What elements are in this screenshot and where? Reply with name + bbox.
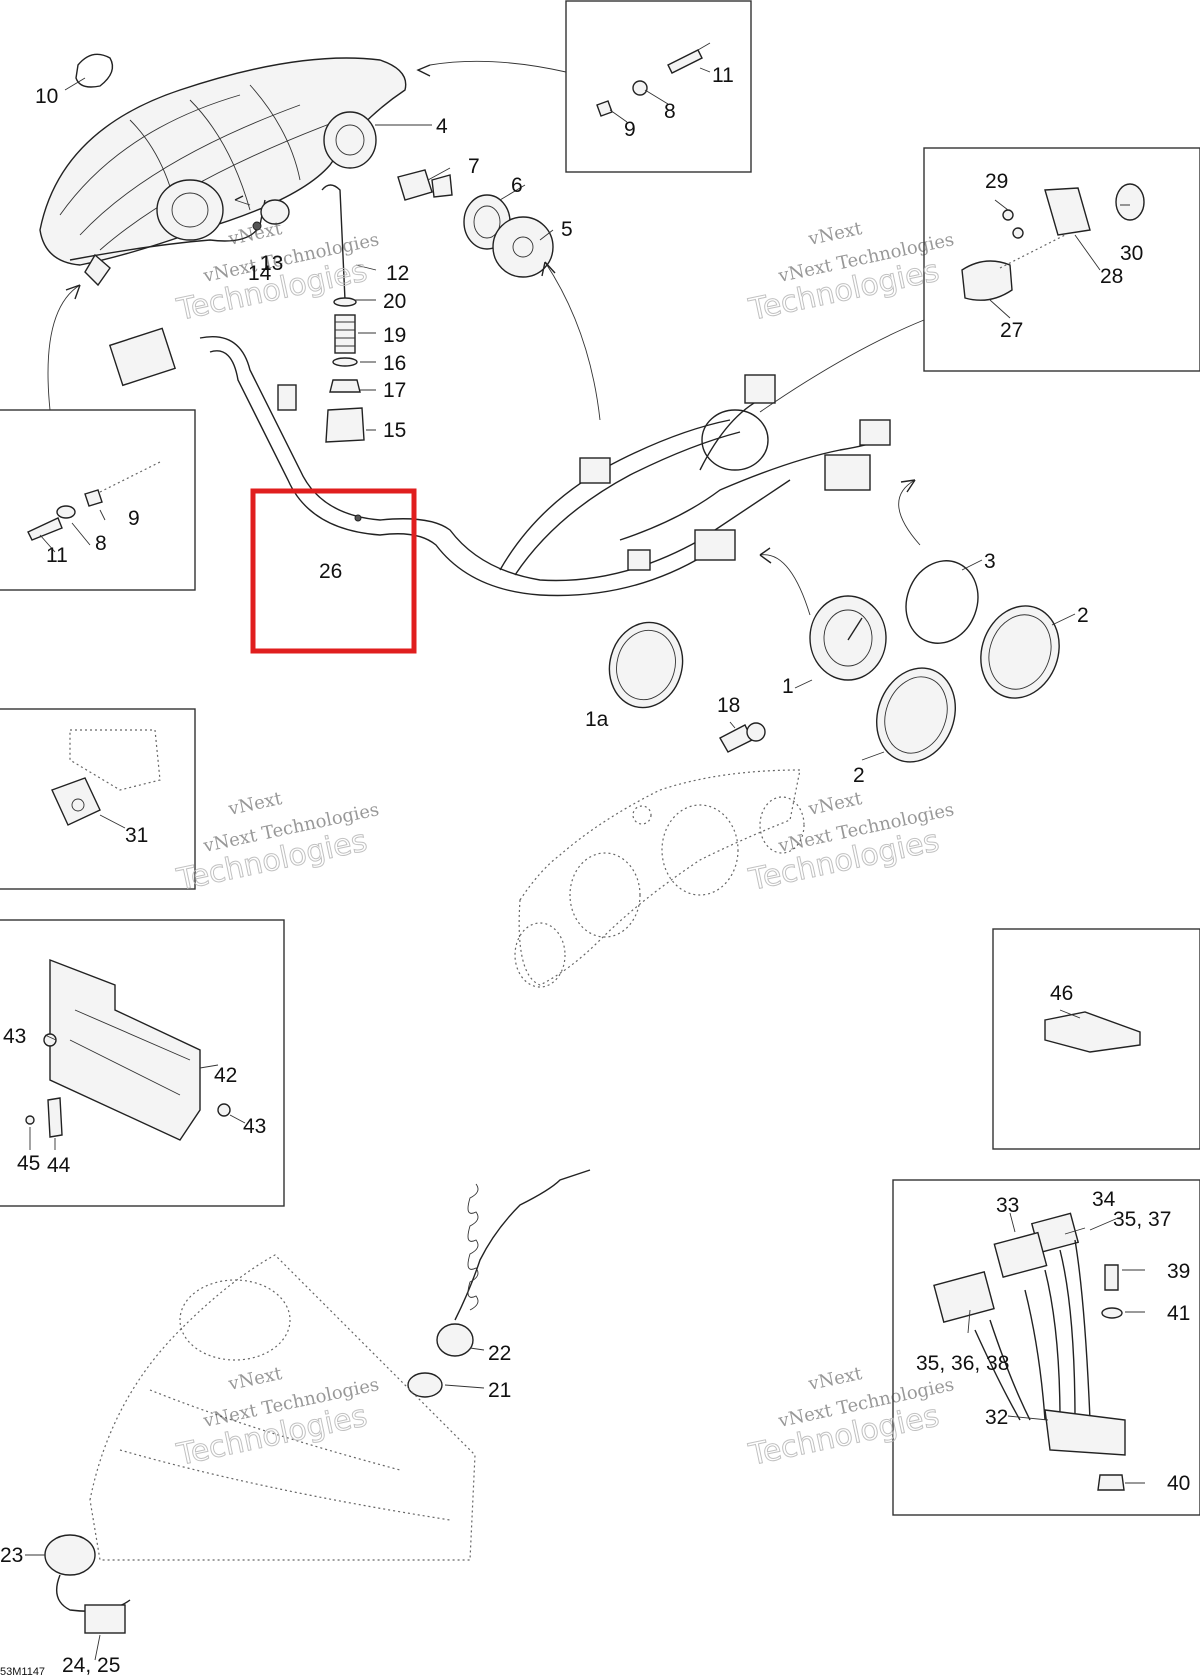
watermark-text: vNext	[806, 218, 865, 250]
callout-label: 46	[1050, 982, 1073, 1005]
callout-label: 9	[624, 118, 636, 141]
callout-label: 2	[853, 764, 865, 787]
regulator-parts	[933, 1212, 1126, 1491]
callout-label: 27	[1000, 319, 1023, 342]
callout-label: 35, 36, 38	[916, 1352, 1009, 1375]
callout-label: 13	[260, 252, 283, 275]
callout-label: 9	[128, 507, 140, 530]
adjuster-stack	[321, 184, 365, 443]
callout-label: 34	[1092, 1188, 1116, 1211]
gauge-parts	[608, 560, 1060, 763]
connector-31-part	[51, 729, 161, 826]
drawing-code: 53M1147	[0, 1666, 45, 1678]
inset-box-support-plate	[0, 919, 285, 1207]
watermark-text: vNext	[226, 1363, 285, 1395]
callout-label: 30	[1120, 242, 1143, 265]
inset-box-sensor	[923, 147, 1200, 372]
callout-label: 17	[383, 379, 406, 402]
callout-label: 14	[248, 262, 272, 285]
bulb-and-grommet	[397, 169, 554, 278]
callout-label: 18	[717, 694, 740, 717]
callout-label: 39	[1167, 1260, 1190, 1283]
inset-box-bracket-screws	[0, 409, 196, 591]
callout-label: 11	[712, 64, 734, 87]
part-46-shape	[1044, 1011, 1141, 1053]
wiring-harness	[108, 327, 891, 597]
support-plate	[25, 958, 231, 1141]
callout-label: 22	[488, 1342, 511, 1365]
callout-label: 5	[561, 218, 573, 241]
callout-label: 6	[511, 174, 523, 197]
inset-box-connector-31	[0, 708, 196, 890]
switch-23	[44, 1534, 131, 1634]
callout-label: 33	[996, 1194, 1019, 1217]
console-outline	[89, 1254, 476, 1561]
callout-label: 24, 25	[62, 1654, 120, 1677]
watermark-text: vNext	[806, 788, 865, 820]
clip-part	[75, 53, 114, 88]
headlight-assembly	[39, 57, 407, 287]
callout-label: 7	[468, 155, 480, 178]
highlight-box[interactable]	[250, 488, 417, 654]
callout-label: 2	[1077, 604, 1089, 627]
inset-box-headlight-screws	[565, 0, 752, 173]
callout-label: 20	[383, 290, 406, 313]
callout-label: 12	[386, 262, 409, 285]
inset-box-part-46	[992, 928, 1200, 1150]
callout-label: 26	[319, 560, 342, 583]
watermark-text: vNext	[806, 1363, 865, 1395]
callout-label: 35, 37	[1113, 1208, 1171, 1231]
callout-label: 40	[1167, 1472, 1190, 1495]
callout-label: 23	[0, 1544, 23, 1567]
sensor-parts	[961, 183, 1145, 301]
callout-label: 15	[383, 419, 406, 442]
watermark-text: vNext	[226, 218, 285, 250]
callout-label: 11	[46, 544, 68, 567]
callout-label: 8	[664, 100, 676, 123]
callout-label: 19	[383, 324, 406, 347]
callout-label: 32	[985, 1406, 1008, 1429]
screw-set-left	[27, 461, 161, 541]
callout-label: 45	[17, 1152, 40, 1175]
callout-label: 10	[35, 85, 58, 108]
callout-label: 1a	[585, 708, 609, 731]
callout-label: 43	[3, 1025, 26, 1048]
callout-label: 41	[1167, 1302, 1190, 1325]
dashboard-outline	[514, 769, 805, 988]
callout-label: 42	[214, 1064, 237, 1087]
callout-label: 4	[436, 115, 448, 138]
callout-labels: 10 4 11 8 9 7 6 5 13 14 12 20 19 16 17 1…	[0, 64, 1190, 1677]
leader-lines	[25, 60, 1145, 1661]
callout-label: 1	[782, 675, 794, 698]
watermark-text: vNext	[226, 788, 285, 820]
tether-cord	[407, 1169, 591, 1398]
callout-label: 44	[47, 1154, 71, 1177]
screw-set-top	[596, 42, 711, 117]
callout-label: 28	[1100, 265, 1123, 288]
callout-label: 29	[985, 170, 1008, 193]
inset-box-regulator	[892, 1179, 1200, 1516]
callout-label: 43	[243, 1115, 266, 1138]
callout-label: 3	[984, 550, 996, 573]
callout-label: 31	[125, 824, 148, 847]
callout-label: 8	[95, 532, 107, 555]
callout-label: 16	[383, 352, 406, 375]
callout-label: 21	[488, 1379, 511, 1402]
